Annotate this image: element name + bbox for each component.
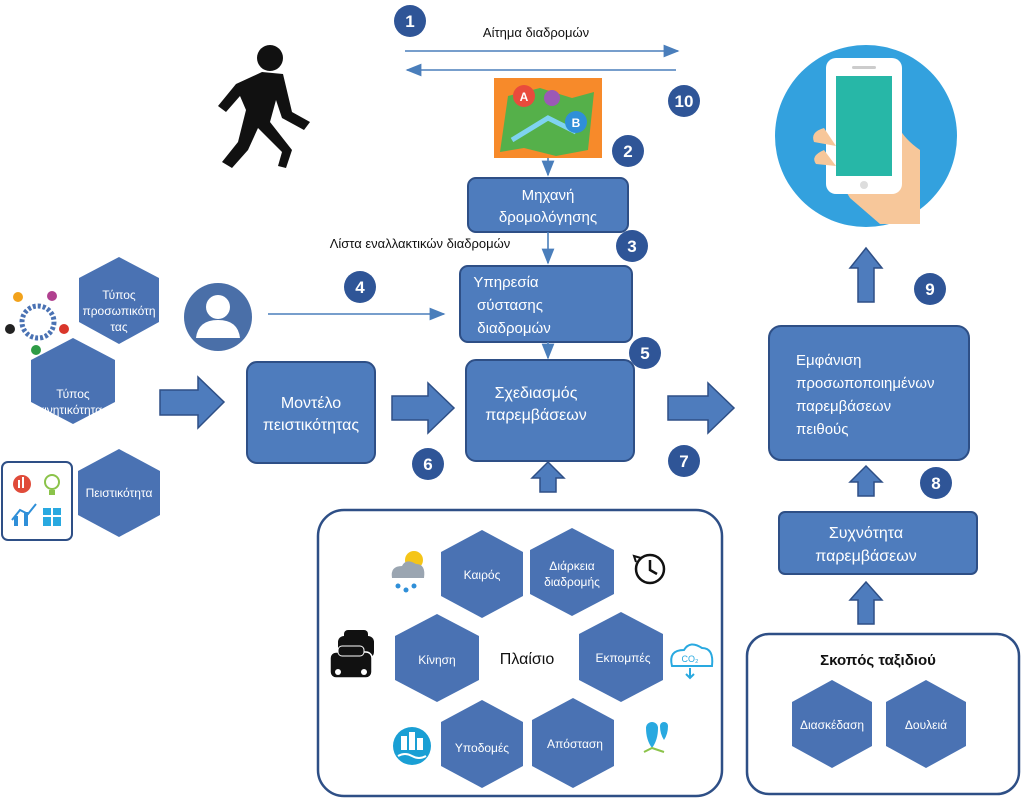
svg-text:σύστασης: σύστασης [477, 297, 543, 314]
hex-personality-type: Τύπος προσωπικότη τας [79, 257, 159, 344]
step-marker-9: 9 [914, 273, 946, 305]
svg-text:Τύπος: Τύπος [102, 288, 136, 302]
svg-text:δρομολόγησης: δρομολόγησης [499, 209, 597, 226]
svg-text:3: 3 [627, 237, 636, 256]
svg-text:2: 2 [623, 142, 632, 161]
svg-text:Υποδομές: Υποδομές [455, 741, 509, 755]
trip-purpose-label: Σκοπός ταξιδιού [820, 652, 936, 669]
block-arrow-to-display [667, 381, 736, 435]
step-marker-5: 5 [629, 337, 661, 369]
block-arrow-to-phone [848, 246, 884, 303]
co2-cloud-icon: CO₂ [670, 643, 714, 680]
cars-icon [329, 630, 374, 679]
hex-leisure: Διασκέδαση [792, 680, 872, 768]
svg-text:9: 9 [925, 280, 934, 299]
hex-persuasiveness: Πειστικότητα [78, 449, 160, 537]
svg-text:Δουλειά: Δουλειά [905, 718, 947, 732]
svg-text:τας: τας [110, 320, 128, 334]
svg-text:Υπηρεσία: Υπηρεσία [473, 274, 539, 291]
route-request-label: Αίτημα διαδρομών [483, 25, 589, 40]
recommendation-service-box: Υπηρεσία σύστασης διαδρομών [459, 265, 633, 343]
svg-text:κινητικότητας: κινητικότητας [38, 403, 108, 417]
svg-text:10: 10 [675, 92, 694, 111]
svg-text:CO₂: CO₂ [682, 654, 700, 664]
svg-text:7: 7 [679, 452, 688, 471]
step-marker-7: 7 [668, 445, 700, 477]
step-marker-1: 1 [394, 5, 426, 37]
block-arrow-from-purpose [848, 580, 884, 625]
alt-routes-list-label: Λίστα εναλλακτικών διαδρομών [330, 236, 511, 251]
hex-route-duration: Διάρκεια διαδρομής [530, 528, 614, 616]
svg-text:Διασκέδαση: Διασκέδαση [800, 718, 864, 732]
persuasion-icons-icon [1, 461, 73, 541]
block-arrow-from-frequency [848, 464, 884, 497]
svg-text:παρεμβάσεων: παρεμβάσεων [815, 548, 916, 565]
hex-distance: Απόσταση [532, 698, 614, 788]
svg-text:προσωπικότη: προσωπικότη [82, 304, 155, 318]
block-arrow-to-design [391, 381, 456, 435]
svg-text:Καιρός: Καιρός [464, 568, 501, 582]
weather-icon [391, 551, 425, 593]
svg-text:παρεμβάσεων: παρεμβάσεων [485, 407, 586, 424]
svg-text:Μηχανή: Μηχανή [522, 187, 575, 204]
svg-text:Εκπομπές: Εκπομπές [595, 651, 650, 665]
intervention-design-box: Σχεδιασμός παρεμβάσεων [465, 359, 635, 462]
hex-work: Δουλειά [886, 680, 966, 768]
svg-text:πειθούς: πειθούς [796, 421, 849, 438]
context-label: Πλαίσιο [500, 651, 555, 668]
step-marker-8: 8 [920, 467, 952, 499]
svg-text:8: 8 [931, 474, 940, 493]
svg-text:1: 1 [405, 12, 414, 31]
user-avatar-icon [184, 283, 252, 351]
svg-text:διαδρομής: διαδρομής [544, 575, 600, 589]
svg-text:Πειστικότητα: Πειστικότητα [86, 486, 153, 500]
step-marker-10: 10 [668, 85, 700, 117]
intervention-frequency-box: Συχνότητα παρεμβάσεων [778, 511, 978, 575]
context-panel [316, 508, 724, 798]
clock-history-icon [632, 553, 666, 585]
svg-text:A: A [520, 90, 529, 104]
step-marker-3: 3 [616, 230, 648, 262]
step-marker-4: 4 [344, 271, 376, 303]
step-marker-6: 6 [412, 448, 444, 480]
svg-text:προσωποποιημένων: προσωποποιημένων [796, 375, 934, 392]
svg-text:Απόσταση: Απόσταση [547, 737, 603, 751]
hex-traffic: Κίνηση [395, 614, 479, 702]
svg-text:5: 5 [640, 344, 649, 363]
map-pins-icon [643, 722, 668, 753]
block-arrow-to-model [159, 375, 226, 430]
hex-infrastructure: Υποδομές [441, 700, 523, 788]
svg-text:Σχεδιασμός: Σχεδιασμός [495, 385, 578, 402]
display-interventions-box: Εμφάνιση προσωποποιημένων παρεμβάσεων πε… [768, 325, 970, 461]
svg-text:Διάρκεια: Διάρκεια [549, 559, 594, 573]
hex-emissions: Εκπομπές [579, 612, 663, 702]
city-infrastructure-icon [393, 727, 431, 765]
svg-text:Μοντέλο: Μοντέλο [281, 395, 341, 412]
svg-text:Κίνηση: Κίνηση [418, 653, 455, 667]
smartphone-hand-icon [775, 45, 957, 227]
step-marker-2: 2 [612, 135, 644, 167]
routing-engine-box: Μηχανή δρομολόγησης [467, 177, 629, 233]
svg-text:Συχνότητα: Συχνότητα [829, 525, 903, 542]
svg-text:Τύπος: Τύπος [56, 387, 90, 401]
persuasion-model-box: Μοντέλο πειστικότητας [246, 361, 376, 464]
hex-mobility-type: Τύπος κινητικότητας [31, 338, 115, 424]
svg-text:παρεμβάσεων: παρεμβάσεων [796, 398, 891, 415]
block-arrow-from-context [530, 460, 566, 493]
hex-weather: Καιρός [441, 530, 523, 618]
svg-text:6: 6 [423, 455, 432, 474]
route-map-icon: A B [494, 78, 602, 158]
svg-text:Εμφάνιση: Εμφάνιση [796, 352, 861, 369]
walking-person-icon [218, 45, 310, 168]
personality-wheel-icon [5, 291, 69, 355]
svg-text:διαδρομών: διαδρομών [477, 320, 550, 337]
svg-text:B: B [572, 116, 581, 130]
svg-text:πειστικότητας: πειστικότητας [263, 417, 360, 434]
svg-text:4: 4 [355, 278, 365, 297]
